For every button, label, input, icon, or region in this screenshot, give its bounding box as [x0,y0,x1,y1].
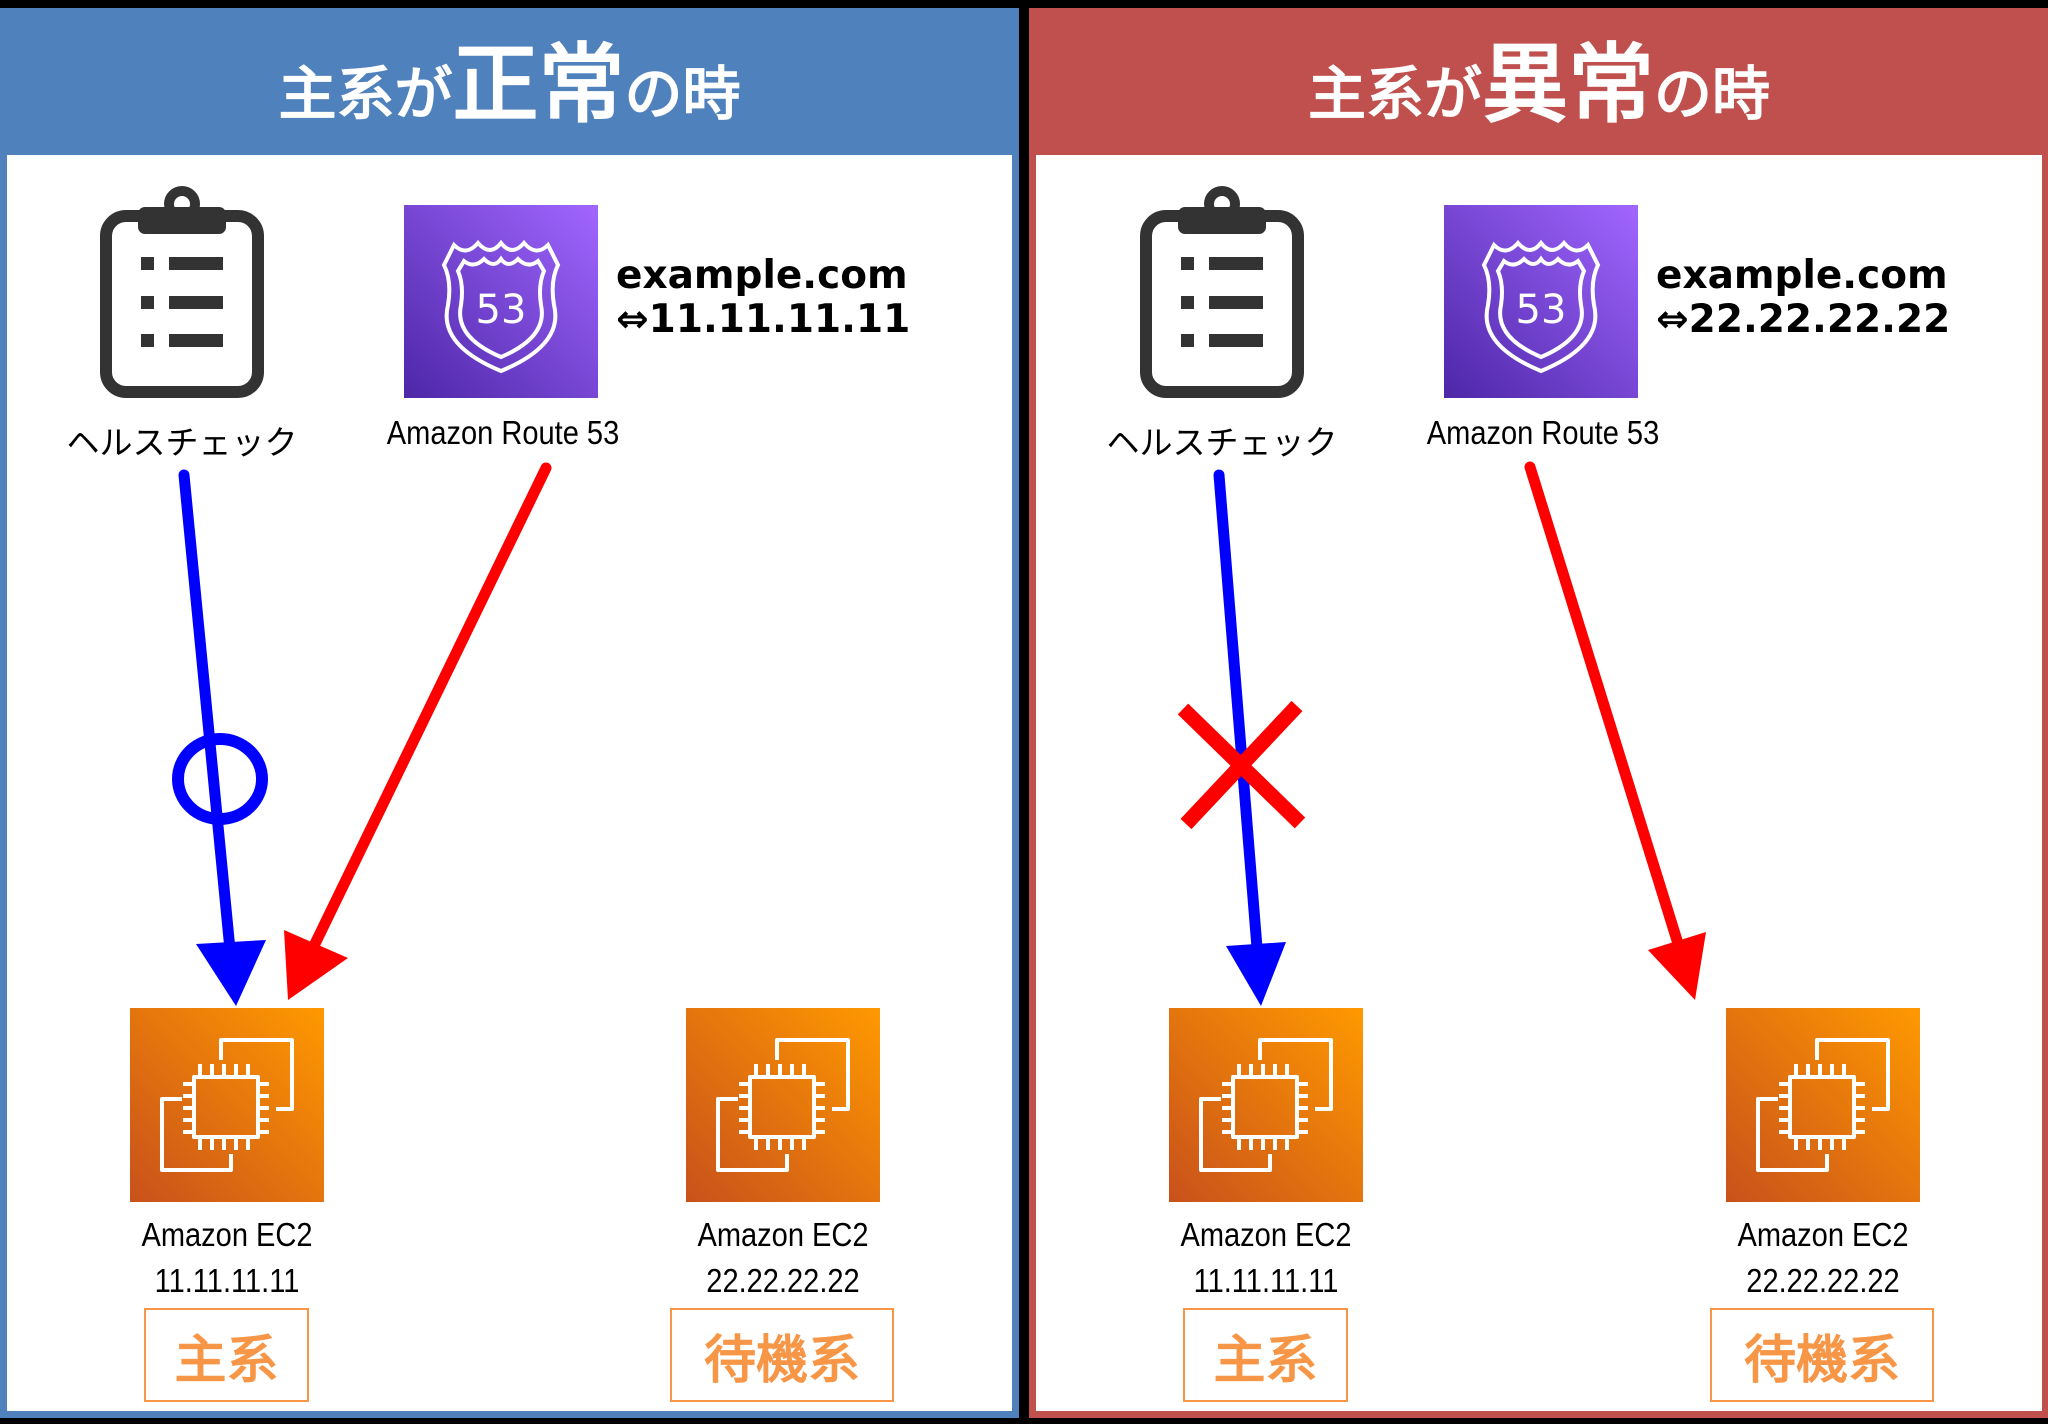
clipboard-icon [1140,186,1304,398]
route53-icon: 53 [1444,205,1638,398]
svg-text:53: 53 [476,287,527,333]
ec2-name-standby: Amazon EC2 [1737,1216,1909,1253]
title-part2: の時 [624,59,741,128]
ec2-name-primary: Amazon EC2 [141,1216,313,1253]
role-tag-standby: 待機系 [670,1308,894,1402]
ec2-icon-standby [686,1008,880,1202]
dns-record: example.com ⇔22.22.22.22 [1656,254,1950,342]
title-emphasis: 正常 [452,34,625,135]
route53-label: Amazon Route 53 [386,414,620,451]
ec2-ip-primary: 11.11.11.11 [154,1262,300,1299]
dns-record: example.com ⇔11.11.11.11 [616,254,910,342]
title-emphasis: 異常 [1482,34,1654,135]
health-check-label: ヘルスチェック [66,424,298,461]
ec2-ip-primary: 11.11.11.11 [1193,1262,1339,1299]
route53-icon: 53 [404,205,598,398]
health-check-label: ヘルスチェック [1106,424,1338,461]
ec2-name-standby: Amazon EC2 [697,1216,869,1253]
clipboard-icon [100,186,264,398]
ec2-icon-primary [130,1008,324,1202]
ec2-icon-standby [1726,1008,1920,1202]
title-part1: 主系が [1307,59,1482,128]
panel-header-failure: 主系が 異常 の時 [1029,8,2048,155]
title-part2: の時 [1654,59,1771,128]
role-tag-standby: 待機系 [1710,1308,1934,1402]
route53-label: Amazon Route 53 [1426,414,1660,451]
title-part1: 主系が [278,59,453,128]
dns-domain: example.com [1656,253,1948,298]
ec2-name-primary: Amazon EC2 [1180,1216,1352,1253]
dns-domain: example.com [616,253,908,298]
panel-header-normal: 主系が 正常 の時 [0,8,1019,155]
role-tag-primary: 主系 [1183,1308,1348,1402]
ec2-ip-standby: 22.22.22.22 [706,1262,860,1299]
role-tag-primary: 主系 [144,1308,309,1402]
dns-ip: ⇔22.22.22.22 [1656,297,1951,342]
ec2-ip-standby: 22.22.22.22 [1746,1262,1900,1299]
ec2-icon-primary [1169,1008,1363,1202]
svg-text:53: 53 [1516,287,1567,333]
dns-ip: ⇔11.11.11.11 [616,297,911,342]
